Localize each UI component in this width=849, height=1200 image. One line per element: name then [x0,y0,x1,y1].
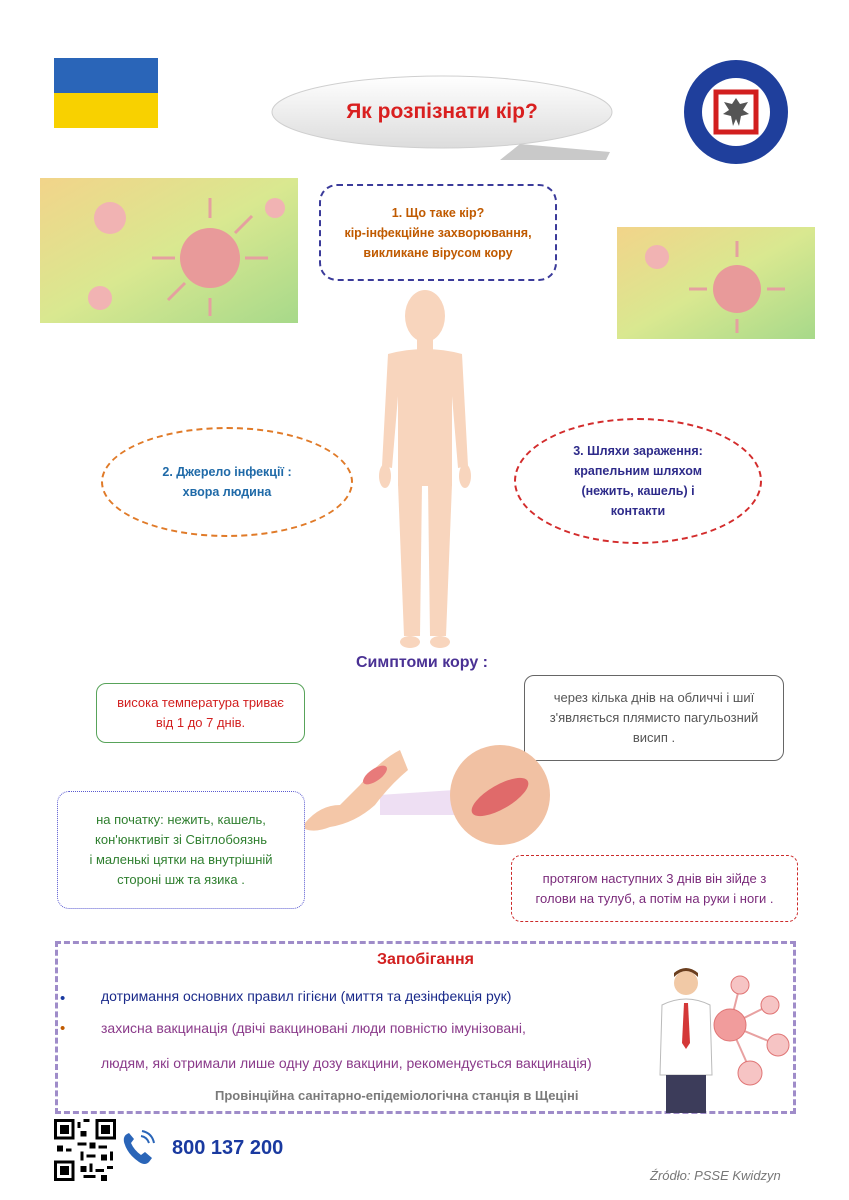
symptom1-line1: висока температура триває [117,695,284,710]
box1-line3: викликане вірусом кору [363,245,513,260]
box3-line3: (нежить, кашель) і [581,484,695,498]
box1-line1: 1. Що таке кір? [391,205,485,220]
box2-line2: хвора людина [182,485,272,499]
prevention-item-vaccination: захисна вакцинація (двічі вакциновані лю… [101,1020,526,1036]
box3-line4: контакти [610,504,666,518]
bullet-dot-icon: • [60,990,66,1007]
symptom-spread-box: протягом наступних 3 днів він зійде з го… [511,855,798,922]
sanitary-inspection-logo [684,60,788,164]
box3-line2: крапельним шляхом [574,464,702,478]
human-body-figure [379,290,471,648]
what-is-measles-box: 1. Що таке кір? кір-інфекційне захворюва… [319,184,557,281]
box1-line2: кір-інфекційне захворювання, [344,225,532,240]
bullet-dot-icon: • [60,1020,66,1037]
symptom4-line1: протягом наступних 3 днів він зійде з [542,870,767,886]
symptom3-line4: стороні шж та язика . [117,872,245,887]
page-title: Як розпізнати кір? [346,100,538,123]
symptom3-line3: і маленькі цятки на внутрішній [89,852,273,867]
ukraine-flag [54,58,158,128]
symptom3-line1: на початку: нежить, кашель, [96,812,266,827]
doctor-illustration [659,968,790,1113]
symptom-fever-box: висока температура триває від 1 до 7 дні… [96,683,305,743]
hotline-number[interactable]: 800 137 200 [172,1137,284,1159]
phone-icon[interactable] [121,1128,157,1168]
symptom1-line2: від 1 до 7 днів. [155,715,246,730]
symptom-rash-box: через кілька днів на обличчі і шиї з'явл… [524,675,784,761]
prevention-section [55,941,796,1114]
symptoms-heading: Симптоми кору : [356,654,488,671]
station-name: Провінційна санітарно-епідеміологічна ст… [215,1088,579,1103]
symptom2-line2: з'являється плямисто пагульозний [549,710,759,725]
symptom4-line2: голови на тулуб, а потім на руки і ноги … [535,890,774,906]
prevention-item-hygiene: дотримання основних правил гігієни (митт… [101,988,512,1004]
symptom3-line2: кон'юнктивіт зі Світлобоязнь [95,832,267,847]
source-credit: Źródło: PSSE Kwidzyn [650,1168,781,1183]
virus-image-left [40,178,298,323]
qr-code[interactable] [54,1119,116,1181]
box2-line1: 2. Джерело інфекції : [162,465,292,479]
symptom2-line1: через кілька днів на обличчі і шиї [553,690,755,705]
transmission-routes-box: 3. Шляхи зараження: крапельним шляхом (н… [514,418,762,544]
box3-line1: 3. Шляхи зараження: [573,444,703,458]
arm-rash-illustration [305,745,550,845]
symptom2-line3: висип . [632,730,676,745]
prevention-item-vaccination-cont: людям, які отримали лише одну дозу вакци… [101,1055,592,1071]
prevention-title: Запобігання [377,951,474,968]
symptom-initial-box: на початку: нежить, кашель, кон'юнктивіт… [57,791,305,909]
virus-image-right [617,227,815,339]
infection-source-box: 2. Джерело інфекції : хвора людина [101,427,353,537]
title-bubble [271,75,613,160]
